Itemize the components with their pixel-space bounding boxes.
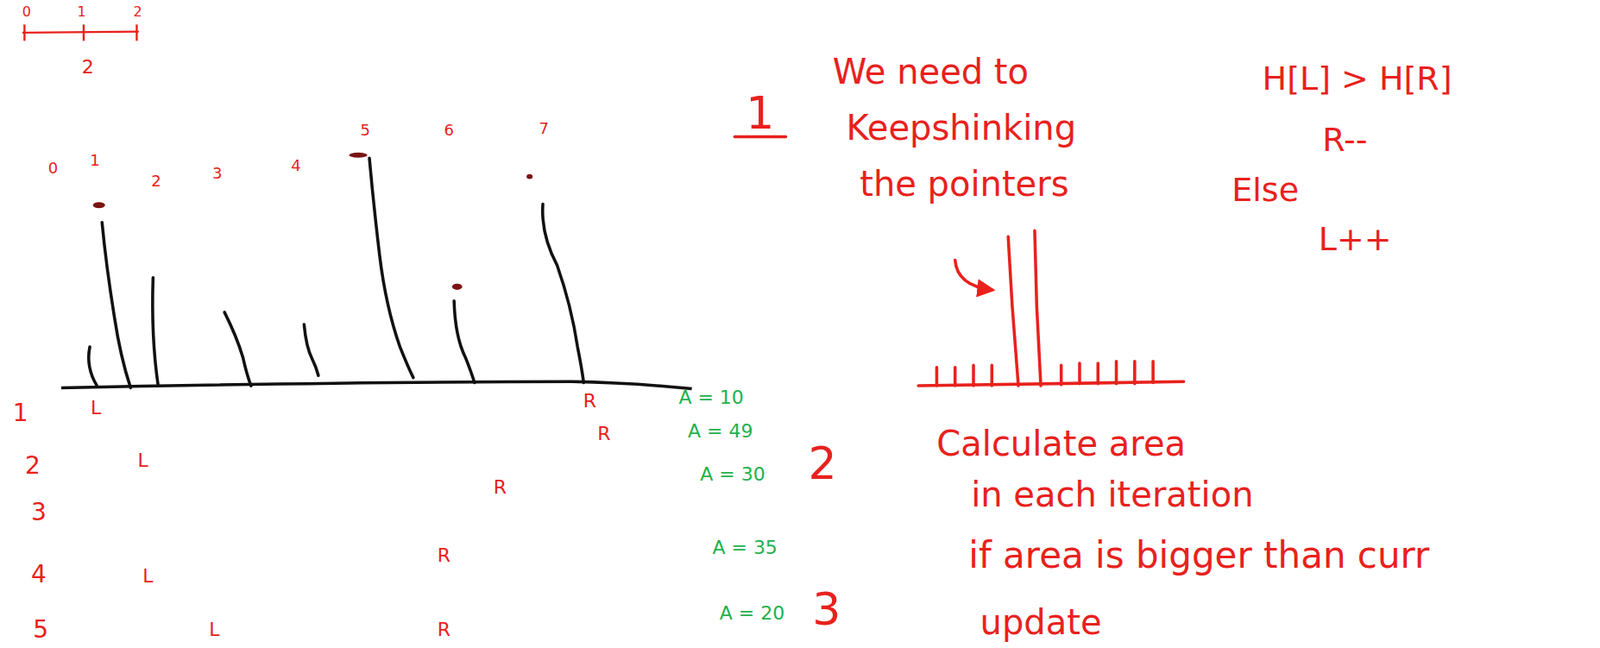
scale-tick: 0: [22, 4, 32, 20]
scale-length: 2: [81, 56, 95, 78]
ground-line: [61, 381, 693, 389]
pointer-mark: R: [437, 545, 451, 567]
bar-top-dots: [93, 152, 534, 290]
note-number: 3: [812, 585, 841, 635]
index-label: 0: [48, 159, 58, 177]
pointer-mark: R: [597, 422, 611, 444]
pointer-mark: L: [142, 566, 153, 587]
note-text: We need to: [832, 52, 1029, 91]
index-label: 3: [212, 164, 222, 183]
height-bars: [88, 157, 585, 388]
rule-text: L++: [1318, 221, 1393, 259]
pointer-mark: L: [90, 397, 101, 419]
step-number: 5: [32, 616, 49, 643]
note-text: Calculate area: [936, 424, 1186, 463]
area-value: A = 30: [699, 464, 765, 486]
area-value: A = 35: [711, 537, 777, 559]
note-text: if area is bigger than curr: [968, 535, 1430, 576]
pointer-mark: R: [437, 618, 451, 640]
note-text: in each iteration: [970, 475, 1254, 514]
index-label: 5: [360, 121, 371, 139]
scale-tick: 2: [133, 4, 143, 20]
scale-tick: 1: [76, 4, 86, 20]
area-value: A = 49: [687, 421, 753, 442]
pointer-mark: L: [208, 618, 220, 640]
area-value: A = 10: [678, 387, 744, 409]
index-label: 4: [290, 157, 301, 175]
step-number: 2: [25, 453, 41, 480]
note-number: 2: [807, 439, 837, 489]
pointer-mark: R: [493, 477, 507, 498]
note-text: Keepshinking: [846, 108, 1078, 147]
rule-text: Else: [1231, 172, 1299, 209]
note-number: 1: [745, 89, 775, 139]
pointer-illustration: [734, 136, 1184, 386]
index-label: 7: [538, 119, 549, 138]
note-text: update: [980, 603, 1103, 642]
scale-ruler: [22, 24, 139, 41]
pointer-mark: L: [137, 450, 148, 472]
step-number: 3: [31, 498, 47, 526]
pointer-mark: R: [583, 390, 597, 412]
rule-text: R--: [1322, 122, 1367, 159]
step-number: 1: [12, 399, 29, 427]
rule-text: H[L] > H[R]: [1262, 61, 1453, 98]
index-label: 2: [151, 173, 161, 191]
index-label: 1: [89, 151, 100, 170]
step-number: 4: [31, 560, 47, 588]
area-value: A = 20: [719, 603, 785, 624]
note-text: the pointers: [859, 164, 1069, 203]
index-label: 6: [444, 121, 454, 139]
